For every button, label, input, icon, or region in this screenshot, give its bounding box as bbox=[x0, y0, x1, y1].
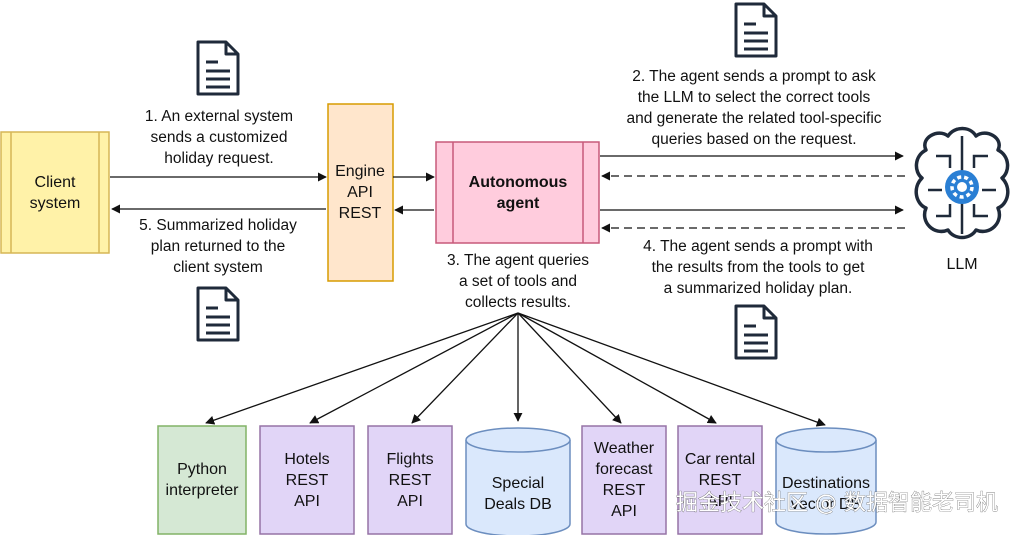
document-icon-results bbox=[734, 304, 778, 360]
step-3-label: 3. The agent queries a set of tools and … bbox=[447, 252, 589, 311]
engine-label-1: Engine bbox=[335, 163, 385, 180]
step-5-label: 5. Summarized holiday plan returned to t… bbox=[139, 217, 297, 276]
agent-label-1: Autonomous bbox=[469, 174, 568, 191]
llm-label: LLM bbox=[946, 256, 977, 273]
svg-text:interpreter: interpreter bbox=[166, 482, 240, 499]
svg-text:REST: REST bbox=[286, 472, 329, 489]
tool-flights-api: Flights REST API bbox=[367, 425, 453, 535]
svg-text:REST: REST bbox=[699, 472, 742, 489]
tool-car-rental-api: Car rental REST API bbox=[677, 425, 763, 535]
document-icon-prompt bbox=[734, 2, 778, 58]
svg-text:1. An external system: 1. An external system bbox=[145, 108, 293, 125]
svg-text:collects results.: collects results. bbox=[465, 294, 571, 311]
document-icon-response bbox=[196, 286, 240, 342]
watermark-text: 掘金技术社区 @ 数据智能老司机 bbox=[676, 491, 998, 516]
llm-brain-icon bbox=[914, 126, 1010, 240]
svg-text:API: API bbox=[707, 493, 733, 510]
svg-text:REST: REST bbox=[603, 482, 646, 499]
svg-text:API: API bbox=[294, 493, 320, 510]
svg-text:queries based on the request.: queries based on the request. bbox=[651, 131, 856, 148]
svg-text:Weather: Weather bbox=[594, 440, 655, 457]
svg-text:API: API bbox=[397, 493, 423, 510]
svg-text:Destinations: Destinations bbox=[782, 475, 870, 492]
svg-text:Deals DB: Deals DB bbox=[484, 496, 552, 513]
svg-text:forecast: forecast bbox=[596, 461, 653, 478]
svg-text:Python: Python bbox=[177, 461, 227, 478]
svg-text:5. Summarized holiday: 5. Summarized holiday bbox=[139, 217, 297, 234]
svg-text:a set of tools and: a set of tools and bbox=[459, 273, 577, 290]
tool-weather-forecast-api: Weather forecast REST API bbox=[581, 425, 667, 535]
svg-text:plan returned to the: plan returned to the bbox=[151, 238, 285, 255]
autonomous-agent-node: Autonomous agent bbox=[435, 141, 600, 244]
svg-text:Flights: Flights bbox=[386, 451, 433, 468]
agent-label-2: agent bbox=[497, 195, 540, 212]
step-2-label: 2. The agent sends a prompt to ask the L… bbox=[626, 68, 881, 148]
svg-text:client system: client system bbox=[173, 259, 263, 276]
client-label-2: system bbox=[30, 195, 81, 212]
tool-query-arrows bbox=[205, 312, 826, 427]
step-4-label: 4. The agent sends a prompt with the res… bbox=[643, 238, 873, 297]
svg-text:REST: REST bbox=[389, 472, 432, 489]
tool-python-interpreter: Python interpreter bbox=[157, 425, 247, 535]
svg-text:sends a customized: sends a customized bbox=[151, 129, 288, 146]
svg-text:2. The agent sends a prompt to: 2. The agent sends a prompt to ask bbox=[632, 68, 876, 85]
svg-text:vector DB: vector DB bbox=[791, 496, 861, 513]
engine-label-3: REST bbox=[339, 205, 382, 222]
svg-text:Hotels: Hotels bbox=[284, 451, 329, 468]
svg-text:the LLM to select the correct: the LLM to select the correct tools bbox=[638, 89, 871, 106]
svg-text:a summarized holiday plan.: a summarized holiday plan. bbox=[664, 280, 853, 297]
step-1-label: 1. An external system sends a customized… bbox=[145, 108, 293, 167]
svg-text:3. The agent queries: 3. The agent queries bbox=[447, 252, 589, 269]
svg-text:the results from the tools to: the results from the tools to get bbox=[652, 259, 865, 276]
svg-text:Car rental: Car rental bbox=[685, 451, 755, 468]
client-label-1: Client bbox=[35, 174, 76, 191]
svg-text:API: API bbox=[611, 503, 637, 520]
engine-api-node: Engine API REST bbox=[327, 103, 394, 282]
client-system-node: Client system bbox=[0, 131, 110, 254]
svg-text:holiday request.: holiday request. bbox=[164, 150, 273, 167]
svg-text:and generate the related tool-: and generate the related tool-specific bbox=[626, 110, 881, 127]
engine-label-2: API bbox=[347, 184, 373, 201]
tool-destinations-vector-db: Destinations vector DB bbox=[775, 427, 877, 535]
tool-hotels-api: Hotels REST API bbox=[259, 425, 355, 535]
svg-text:4. The agent sends a prompt wi: 4. The agent sends a prompt with bbox=[643, 238, 873, 255]
document-icon-request bbox=[196, 40, 240, 96]
svg-text:Special: Special bbox=[492, 475, 544, 492]
tool-special-deals-db: Special Deals DB bbox=[465, 427, 571, 535]
